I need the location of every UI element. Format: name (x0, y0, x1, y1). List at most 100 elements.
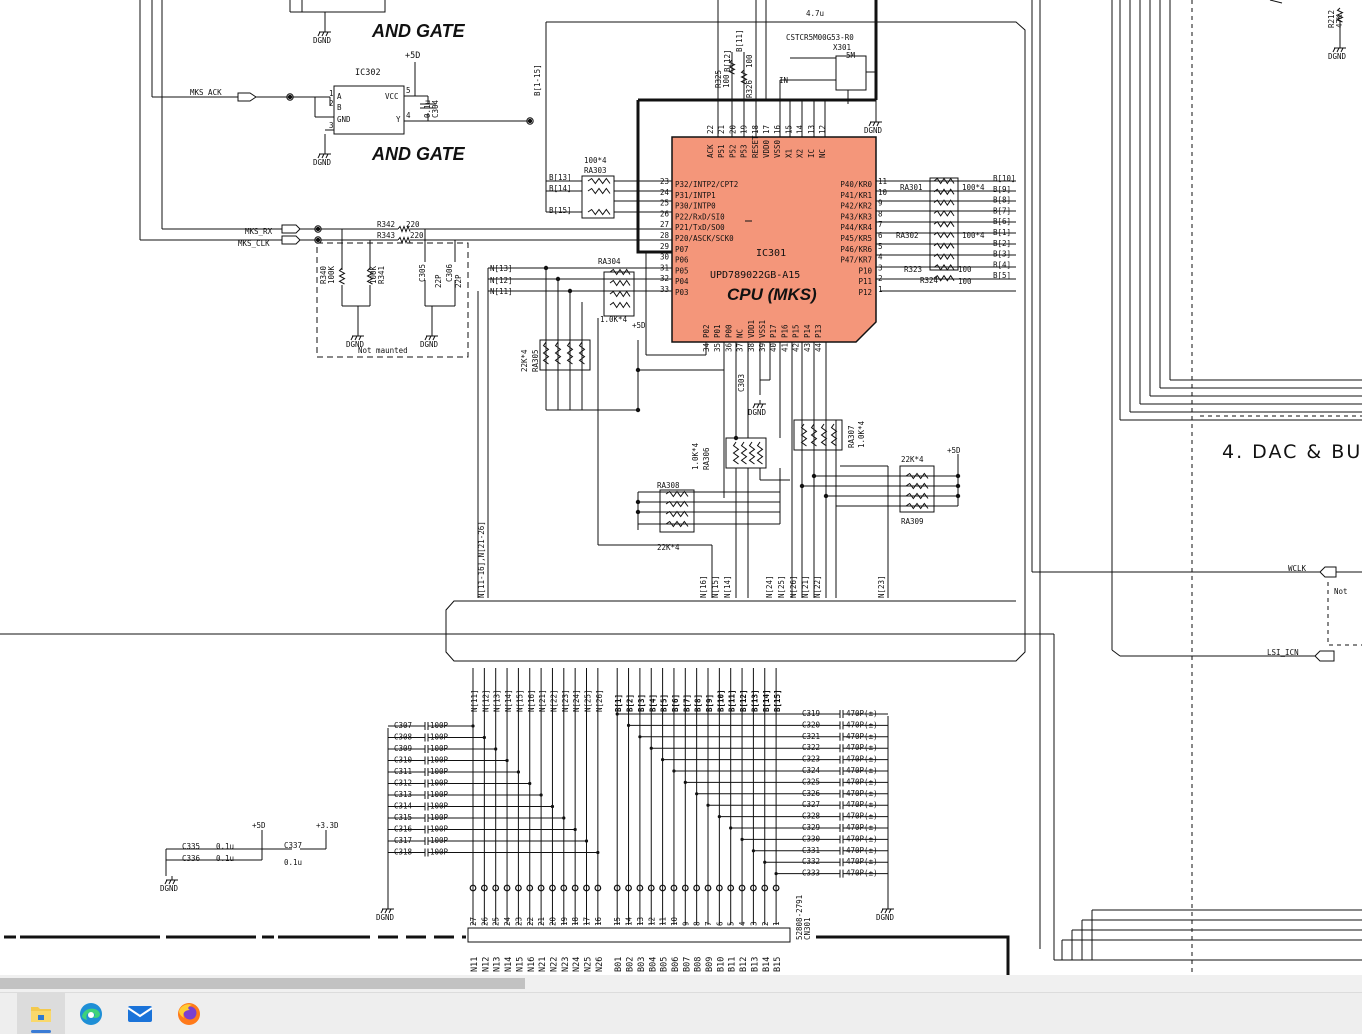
cpu-right-pin-num: 4 (878, 253, 883, 262)
connector-pin-num: 25 (492, 917, 501, 926)
n-bus-label: N[24] (765, 575, 774, 598)
and-gate-label-2: AND GATE (371, 144, 466, 164)
r341-ref: R341 (377, 266, 386, 284)
cpu-right-pin-num: 6 (878, 231, 883, 240)
cap-left-junction (562, 816, 566, 820)
gnd-caps-left-hatch (380, 908, 392, 914)
ic302-power: +5D (405, 51, 420, 61)
gnd-caps-left-label: DGND (376, 913, 395, 922)
bus-top-label: B[4] (648, 694, 657, 712)
bus-top-label: N[22] (549, 689, 558, 712)
connector-pin-num: 19 (560, 917, 569, 926)
scrollbar-thumb[interactable] (0, 978, 525, 989)
cpu-bottom-pin-num: 40 (769, 342, 778, 352)
crystal-in: IN (779, 76, 788, 85)
mail-button[interactable] (116, 993, 164, 1034)
connector-signal: B02 (626, 957, 636, 972)
connector-pin-num: 23 (514, 917, 523, 926)
bus-top-label: B[1] (614, 694, 623, 712)
file-explorer-button[interactable] (17, 993, 65, 1034)
ic302-num-4: 4 (406, 111, 411, 120)
cap-left-junction (573, 827, 577, 832)
cpu-top-pin-name: P52 (728, 144, 737, 158)
gnd-c303-label: DGND (748, 408, 767, 417)
connector-pin-num: 26 (480, 916, 489, 926)
ra307-resistor (830, 423, 838, 447)
gnd-ic302-hatch (317, 153, 329, 159)
ra308-resistor (665, 500, 689, 508)
mks-ack-label: MKS_ACK (190, 88, 222, 97)
cpu-right-pin-name: P40/KR0 (840, 180, 872, 189)
connector-test-point (727, 884, 735, 892)
c306-ref: C306 (445, 263, 454, 282)
cpu-top-pin-name: X2 (796, 149, 805, 158)
connector-test-point (560, 884, 568, 892)
edge-icon (80, 1002, 102, 1025)
connector-signal: B08 (694, 957, 704, 972)
cap-left-junction (516, 770, 521, 774)
firefox-icon (178, 1002, 200, 1025)
cpu-top-pin-num: 19 (740, 125, 749, 134)
connector-pin-num: 8 (693, 921, 702, 926)
bus-top-label: B[15] (773, 689, 782, 712)
firefox-button[interactable] (165, 993, 213, 1034)
cpu-right-pin-name: P41/KR1 (840, 191, 872, 200)
cpu-left-pin-num: 23 (660, 177, 669, 186)
gnd-top-left-hatch (317, 31, 329, 37)
junction-dot (823, 493, 829, 499)
test-point (314, 236, 322, 244)
ra303-body (581, 175, 615, 219)
r342-ref: R342 (377, 220, 395, 229)
cpu-right-pin-name: P42/KR2 (840, 202, 872, 211)
n-bus-label: N[23] (877, 575, 886, 598)
crystal-part: CSTCR5M00G53-R0 (786, 33, 854, 42)
cpu-right-pin-name: P46/KR6 (840, 245, 872, 254)
junction-dot (635, 499, 641, 505)
cpu-left-pin-num: 33 (660, 285, 669, 294)
wires (0, 0, 1362, 975)
cpu-left-pin-name: P20/ASCK/SCK0 (675, 234, 734, 243)
connector-test-point (515, 884, 522, 892)
and-gate-label-1: AND GATE (371, 21, 466, 41)
test-point (526, 117, 534, 125)
power-5d: +5D (252, 821, 266, 830)
connector-signal: B09 (705, 957, 715, 972)
cap-right-junction (751, 849, 756, 853)
connector-signal: N21 (538, 957, 548, 972)
connector-test-point (693, 884, 701, 892)
cpu-left-pin-num: 27 (660, 220, 669, 229)
ra303-ref: RA303 (584, 166, 607, 175)
horizontal-scrollbar[interactable] (0, 975, 1362, 992)
ra301-302-resistor (933, 242, 955, 250)
r342-resistor (397, 225, 411, 233)
connector-test-point (571, 884, 579, 892)
cpu-top-pin-num: 16 (773, 124, 782, 134)
cpu-right-pin-name: P44/KR4 (840, 223, 872, 232)
cpu-left-pin-num: 28 (660, 231, 670, 240)
ra303-resistor (587, 208, 611, 216)
cap-right-junction (695, 792, 699, 796)
connector-test-point (681, 884, 689, 892)
ra301-val: 100*4 (962, 183, 985, 192)
cap-right-junction (615, 712, 619, 716)
lsi-icn-port (1314, 650, 1335, 662)
edge-button[interactable] (67, 993, 115, 1034)
cpu-left-pin-name: P07 (675, 245, 689, 254)
c335-val: 0.1u (216, 842, 234, 851)
r325-val: 100 (722, 74, 731, 88)
cpu-bottom-pin-num: 37 (736, 343, 745, 352)
ra306-ref: RA306 (702, 447, 711, 470)
connector-test-point (659, 884, 666, 892)
connector-test-point (613, 884, 621, 892)
dynamic-graphics: ACK22P5121P5220P5319RESET18VDD017VSS016X… (160, 7, 1347, 972)
connector-pin-num: 15 (613, 917, 622, 926)
cpu-left-pin-num: 24 (660, 188, 670, 197)
connector-signal: B12 (739, 957, 749, 972)
c335-ref: C335 (182, 842, 200, 851)
cpu-bottom-pin-num: 38 (747, 342, 756, 352)
right-bus-label: B[8] (993, 196, 1011, 205)
connector-test-point (715, 884, 723, 892)
cpu-bottom-pin-num: 34 (702, 342, 711, 352)
cap-right-junction (740, 837, 744, 842)
